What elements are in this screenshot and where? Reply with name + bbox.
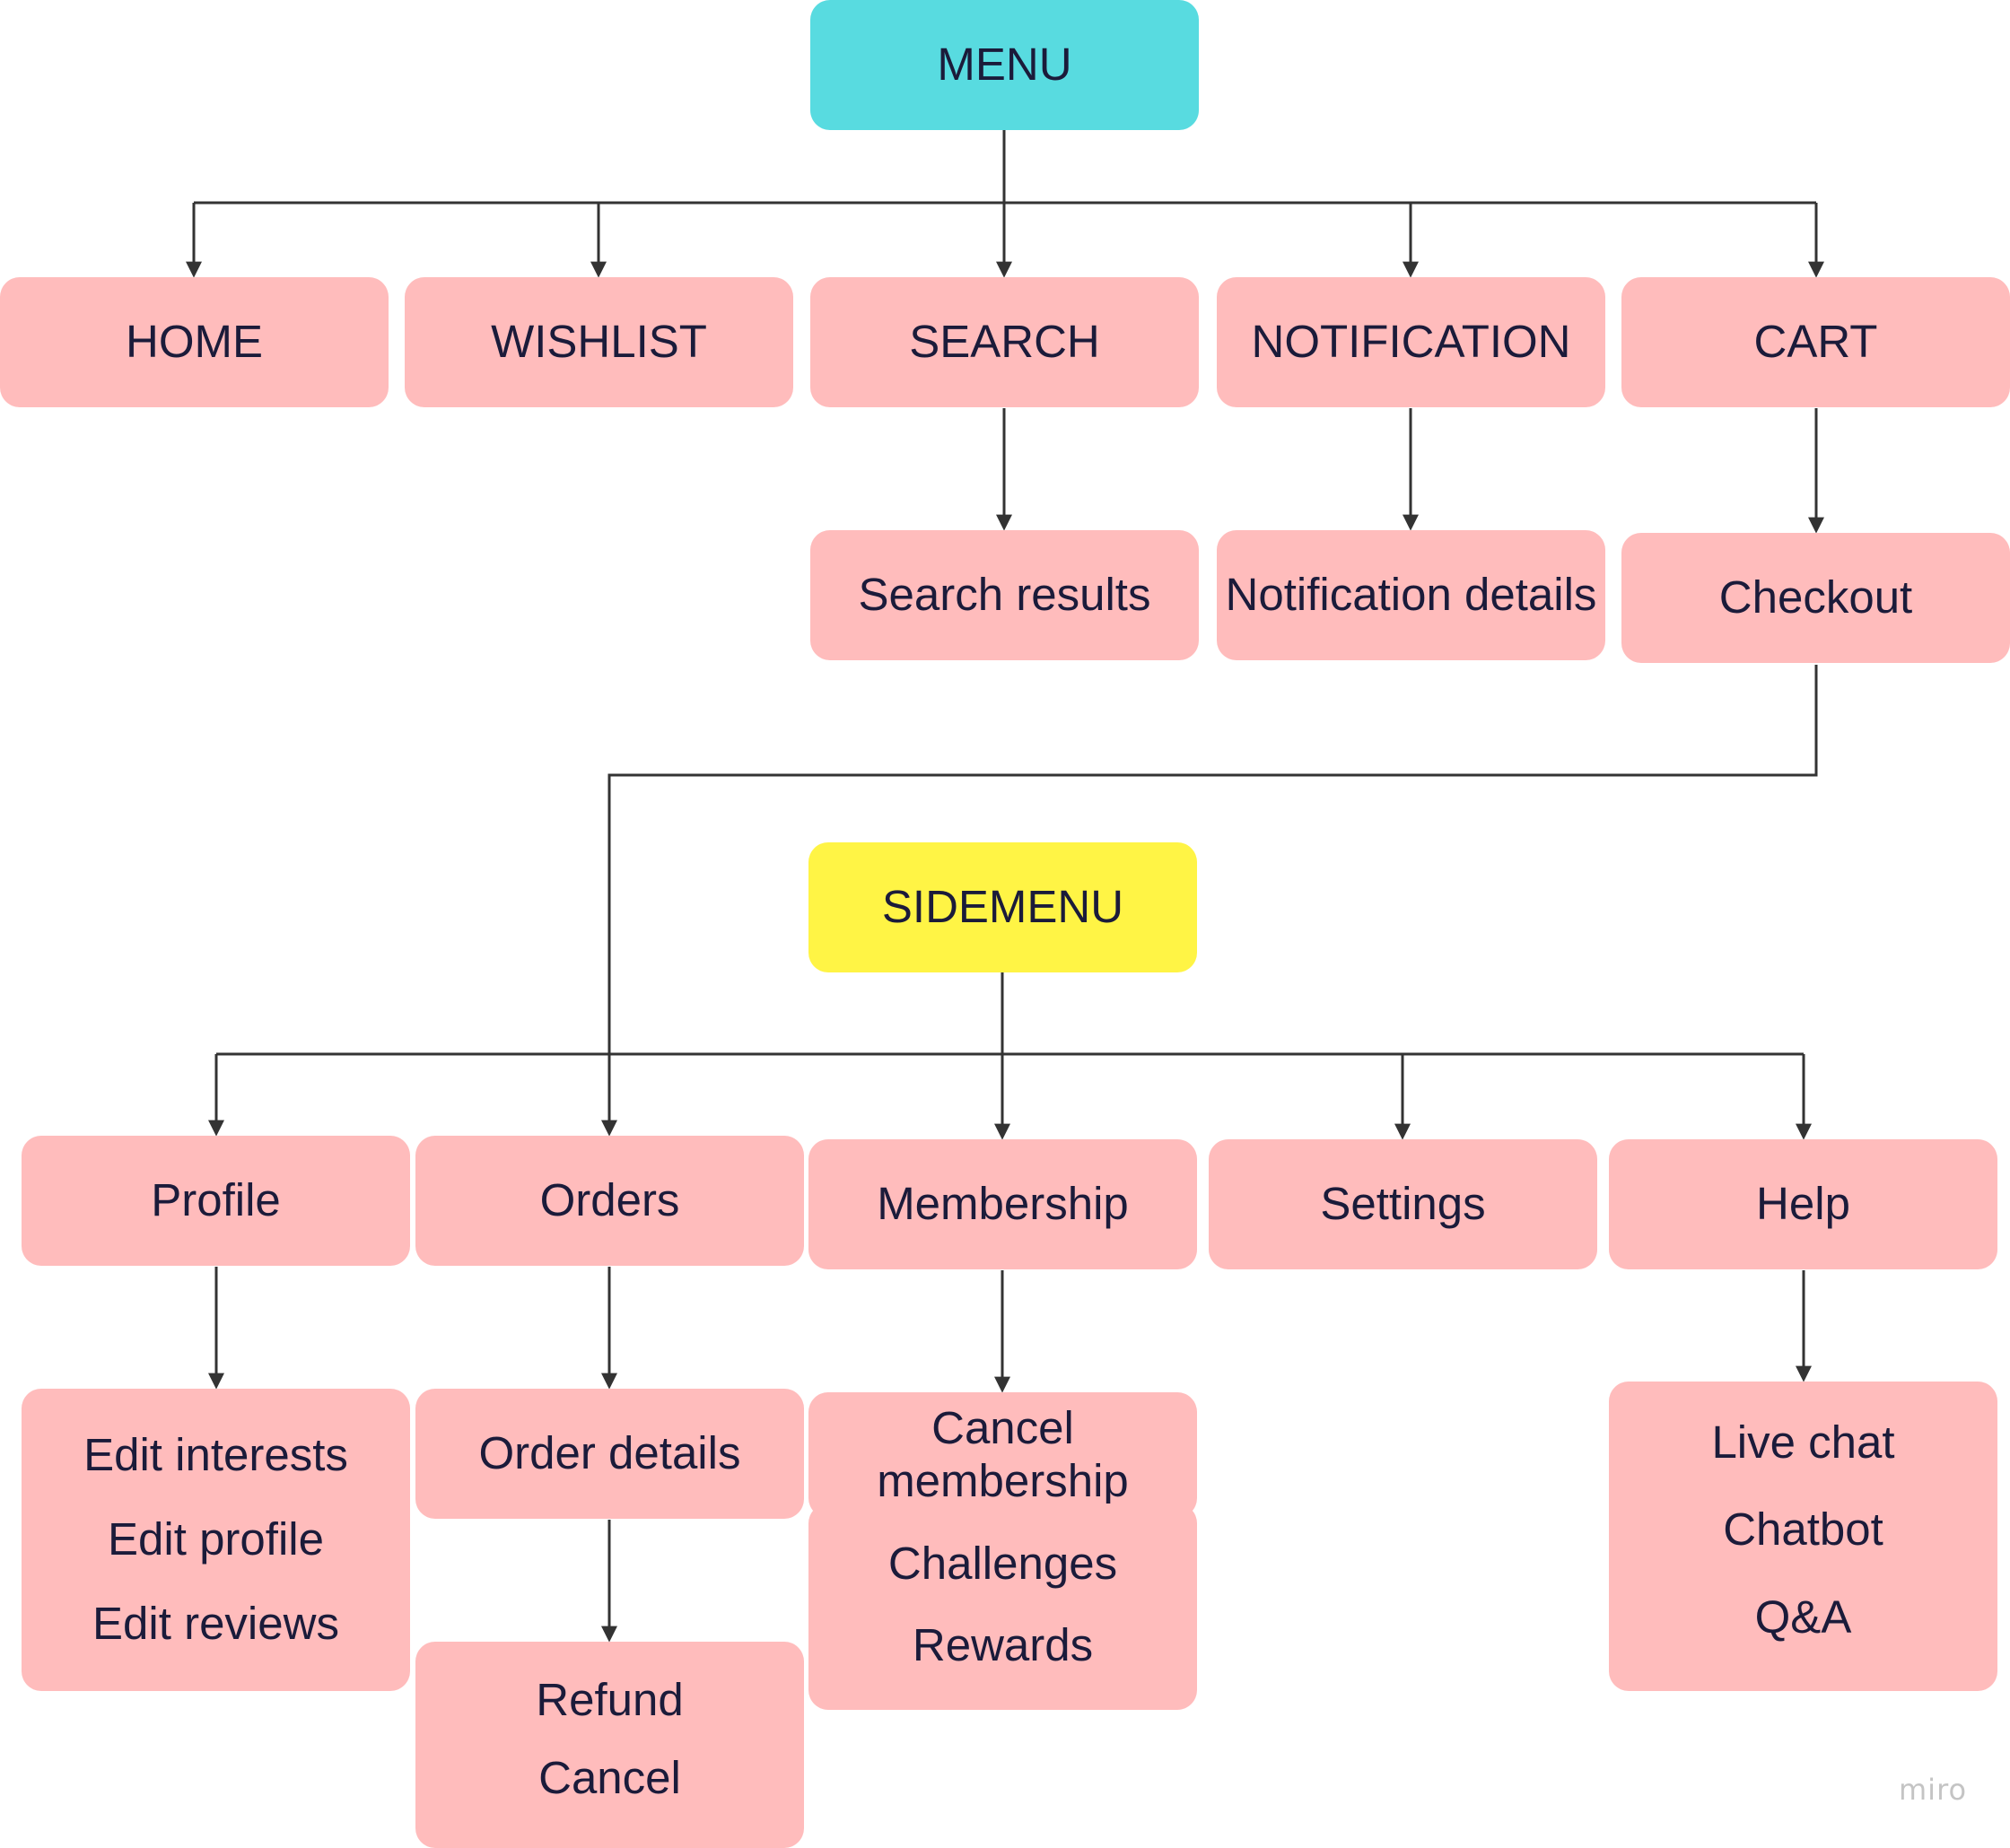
notification-node[interactable]: NOTIFICATION — [1217, 277, 1605, 407]
rewards-label: Rewards — [912, 1619, 1094, 1671]
cart-label: CART — [1753, 316, 1878, 368]
notification-label: NOTIFICATION — [1251, 316, 1571, 368]
search-results-label: Search results — [858, 569, 1151, 621]
settings-label: Settings — [1320, 1178, 1486, 1230]
edit-interests-label: Edit interests — [83, 1429, 348, 1481]
wishlist-node[interactable]: WISHLIST — [405, 277, 793, 407]
search-node[interactable]: SEARCH — [810, 277, 1199, 407]
menu-label: MENU — [937, 39, 1072, 91]
help-node[interactable]: Help — [1609, 1139, 1997, 1269]
checkout-label: Checkout — [1718, 571, 1913, 623]
connector-checkout-orders — [601, 665, 1818, 1137]
orders-label: Orders — [539, 1174, 680, 1226]
cancel-membership-line2: membership — [877, 1455, 1129, 1506]
wishlist-label: WISHLIST — [491, 316, 707, 368]
cart-node[interactable]: CART — [1621, 277, 2010, 407]
home-node[interactable]: HOME — [0, 277, 389, 407]
order-actions-node[interactable]: Refund Cancel — [415, 1642, 804, 1848]
notification-details-label: Notification details — [1225, 569, 1597, 621]
checkout-node[interactable]: Checkout — [1621, 533, 2010, 663]
challenges-label: Challenges — [887, 1538, 1118, 1590]
live-chat-label: Live chat — [1711, 1416, 1895, 1468]
help-children-node[interactable]: Live chat Chatbot Q&A — [1609, 1382, 1997, 1691]
profile-node[interactable]: Profile — [22, 1136, 410, 1266]
miro-watermark: miro — [1899, 1773, 1968, 1807]
search-label: SEARCH — [909, 316, 1100, 368]
refund-label: Refund — [536, 1674, 684, 1726]
notification-details-node[interactable]: Notification details — [1217, 530, 1605, 660]
help-label: Help — [1756, 1178, 1850, 1230]
qa-label: Q&A — [1754, 1591, 1852, 1643]
challenges-rewards-node[interactable]: Challenges Rewards — [808, 1504, 1197, 1710]
cancel-membership-line1: Cancel — [931, 1402, 1074, 1454]
orders-node[interactable]: Orders — [415, 1136, 804, 1266]
edit-profile-label: Edit profile — [108, 1513, 324, 1565]
home-label: HOME — [126, 316, 263, 368]
sidemenu-node[interactable]: SIDEMENU — [808, 842, 1197, 972]
sidemenu-label: SIDEMENU — [881, 881, 1124, 933]
cancel-label: Cancel — [538, 1752, 681, 1804]
menu-node[interactable]: MENU — [810, 0, 1199, 130]
profile-label: Profile — [151, 1174, 281, 1226]
edit-reviews-label: Edit reviews — [92, 1598, 339, 1650]
membership-node[interactable]: Membership — [808, 1139, 1197, 1269]
order-details-label: Order details — [478, 1427, 741, 1479]
chatbot-label: Chatbot — [1723, 1504, 1883, 1556]
settings-node[interactable]: Settings — [1209, 1139, 1597, 1269]
profile-children-node[interactable]: Edit interests Edit profile Edit reviews — [22, 1389, 410, 1691]
cancel-membership-node[interactable]: Cancel membership — [808, 1392, 1197, 1518]
search-results-node[interactable]: Search results — [810, 530, 1199, 660]
order-details-node[interactable]: Order details — [415, 1389, 804, 1519]
membership-label: Membership — [877, 1178, 1129, 1230]
